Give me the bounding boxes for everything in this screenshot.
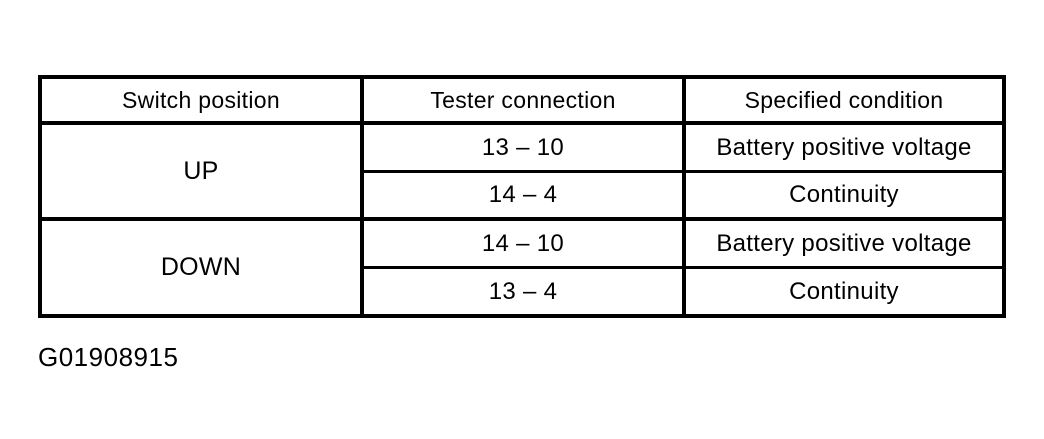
switch-continuity-table: Switch position Tester connection Specif…: [38, 75, 1006, 318]
specified-condition-cell: Battery positive voltage: [682, 125, 1002, 173]
column-header-switch-position: Switch position: [42, 79, 360, 125]
specified-condition-cell: Continuity: [682, 173, 1002, 221]
tester-connection-cell: 14 – 10: [360, 221, 682, 269]
figure-id-label: G01908915: [38, 342, 179, 372]
tester-connection-cell: 13 – 4: [360, 269, 682, 314]
switch-position-up-cell: UP: [42, 125, 360, 221]
column-header-specified-condition: Specified condition: [682, 79, 1002, 125]
switch-position-down-cell: DOWN: [160, 253, 242, 281]
specified-condition-cell: Battery positive voltage: [682, 221, 1002, 269]
tester-connection-cell: 13 – 10: [360, 125, 682, 173]
tester-connection-cell: 14 – 4: [360, 173, 682, 221]
column-header-tester-connection: Tester connection: [360, 79, 682, 125]
specified-condition-cell: Continuity: [682, 269, 1002, 314]
